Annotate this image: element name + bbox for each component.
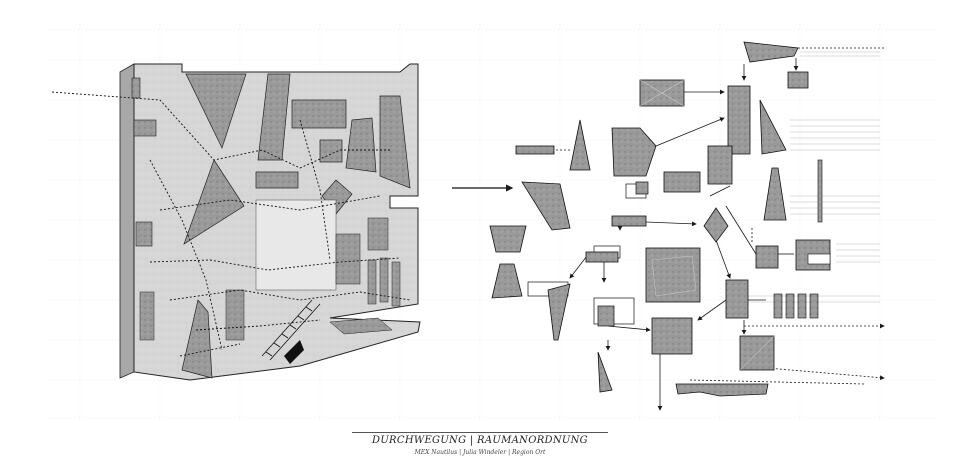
caption-title: DURCHWEGUNG | RAUMANORDNUNG [372, 435, 588, 446]
caption-subtitle: MEX Nautilus | Julia Windeler | Region O… [414, 449, 546, 456]
building-section-axonometric [51, 63, 421, 381]
caption-divider [352, 432, 608, 433]
space-arrangement-diagram [489, 41, 885, 411]
